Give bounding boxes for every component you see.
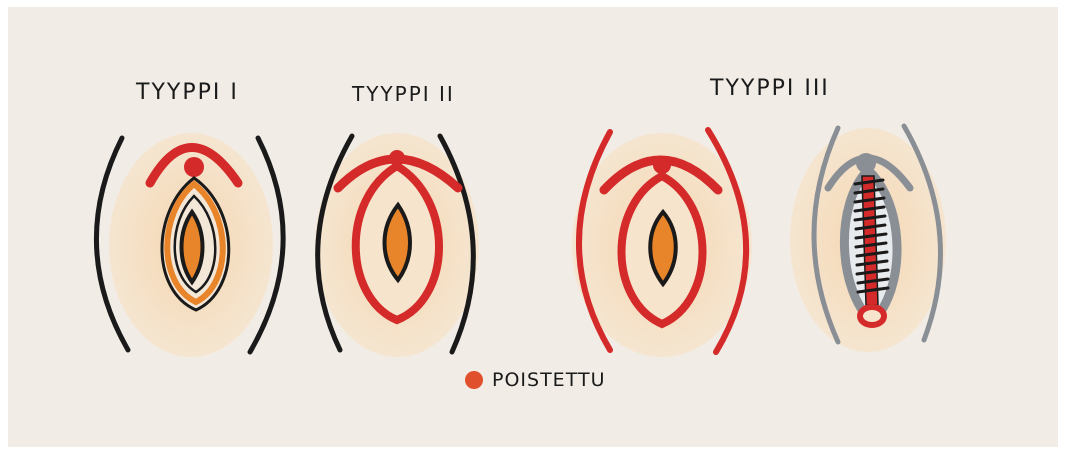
label-type-2: TYYPPI II <box>352 82 455 106</box>
type3a-illustration <box>572 130 752 357</box>
label-type-3: TYYPPI III <box>710 76 830 101</box>
clitoris-removed <box>184 157 204 177</box>
type1-illustration <box>96 133 283 357</box>
opening <box>650 212 676 284</box>
legend-removed-label: POISTETTU <box>492 369 605 391</box>
label-type-1: TYYPPI I <box>136 80 239 105</box>
legend-removed-dot <box>465 371 483 389</box>
type2-illustration <box>315 133 479 357</box>
clitoris-removed <box>653 156 671 174</box>
small-opening <box>860 307 884 325</box>
type3b-illustration <box>790 126 946 352</box>
opening <box>182 212 203 282</box>
clitoris-gray <box>856 153 876 173</box>
